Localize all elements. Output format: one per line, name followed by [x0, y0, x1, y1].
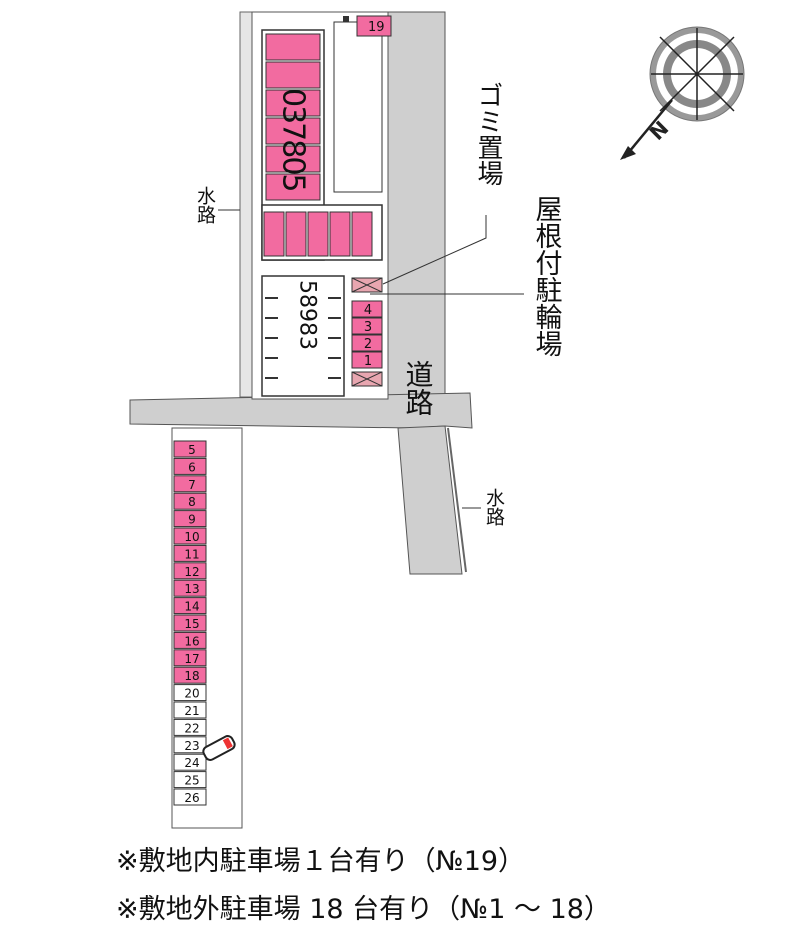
unit-top-base	[351, 211, 373, 257]
unit-top-wing	[265, 145, 321, 173]
parking-space	[173, 753, 207, 771]
parking-space	[173, 544, 207, 562]
parking-space-label: 12	[184, 565, 199, 579]
onsite-parking-19	[356, 15, 392, 37]
unit-top-wing	[265, 117, 321, 145]
parking-space	[173, 631, 207, 649]
waterway-left	[239, 11, 253, 398]
road-vertical-lower	[397, 425, 463, 575]
parking-space	[173, 579, 207, 597]
unit-top-base	[307, 211, 329, 257]
parking-space	[173, 440, 207, 458]
parking-space	[173, 510, 207, 528]
parking-space-label: 20	[184, 687, 199, 701]
parking-lot-top	[333, 21, 383, 193]
parking-space	[173, 666, 207, 684]
building-bottom-numbers: 58983	[295, 280, 320, 350]
parking-space-label: 6	[188, 460, 196, 474]
parking-space-label: 13	[184, 582, 199, 596]
waterway-left-label: 水路	[194, 186, 216, 224]
parking-space	[173, 736, 207, 754]
parking-space-label: 8	[188, 495, 196, 509]
unit-top-wing	[265, 89, 321, 117]
unit-top-base	[263, 211, 285, 257]
parking-space-label: 26	[184, 791, 199, 805]
compass-icon	[620, 26, 745, 160]
garbage-area-cross	[351, 277, 383, 293]
road-label: 道路	[402, 360, 435, 416]
unit-top-base	[285, 211, 307, 257]
parking-space-label: 14	[184, 600, 199, 614]
bike-shelter-cross	[351, 371, 383, 387]
parking-space-label: 18	[184, 669, 199, 683]
bike-space	[351, 334, 383, 352]
bike-space	[351, 300, 383, 318]
parking-space-label: 22	[184, 721, 199, 735]
bike-space-label: 3	[364, 320, 372, 335]
road-vertical-upper	[387, 11, 446, 400]
parking-space	[173, 788, 207, 806]
parking-space	[173, 457, 207, 475]
note-onsite-parking: ※敷地内駐車場１台有り（№19）	[116, 846, 526, 877]
parking-space-label: 23	[184, 739, 199, 753]
parking-space	[173, 718, 207, 736]
parking-space-label: 17	[184, 652, 199, 666]
garbage-leader	[382, 215, 487, 285]
bike-space	[351, 351, 383, 369]
building-bottom-units	[265, 297, 341, 379]
parking-space	[173, 597, 207, 615]
unit-top-wing	[265, 33, 321, 61]
bike-space	[351, 317, 383, 335]
bike-space-label: 4	[364, 303, 372, 318]
onsite-parking-19-post	[343, 16, 349, 22]
parking-space-label: 9	[188, 513, 196, 527]
waterway-right-label: 水路	[483, 488, 505, 526]
bike-space-label: 1	[364, 354, 372, 369]
parking-space	[173, 701, 207, 719]
parking-space	[173, 771, 207, 789]
parking-space	[173, 492, 207, 510]
building-bottom	[261, 275, 345, 397]
parking-space	[173, 614, 207, 632]
parking-space	[173, 684, 207, 702]
car-icon	[202, 735, 236, 761]
north-label: N	[645, 116, 674, 145]
unit-top-base	[329, 211, 351, 257]
parking-space	[173, 649, 207, 667]
parking-space	[173, 562, 207, 580]
parking-space-label: 15	[184, 617, 199, 631]
parking-space-label: 16	[184, 634, 199, 648]
parking-space-label: 11	[184, 547, 199, 561]
parking-space-label: 24	[184, 756, 199, 770]
parking-space-label: 21	[184, 704, 199, 718]
parking-space-label: 5	[188, 443, 196, 457]
parking-space-label: 25	[184, 774, 199, 788]
parking-space-label: 7	[188, 478, 196, 492]
parking-space-label: 10	[184, 530, 199, 544]
parking-space	[173, 475, 207, 493]
bike-space-label: 2	[364, 337, 372, 352]
note-offsite-parking: ※敷地外駐車場 18 台有り（№1 ～ 18）	[116, 894, 611, 925]
building-top-numbers: 037805	[276, 88, 311, 191]
unit-top-wing	[265, 173, 321, 201]
building-top-units	[263, 33, 373, 257]
parking-space	[173, 527, 207, 545]
onsite-parking-19-label: 19	[368, 20, 385, 35]
offsite-parking-spaces: 5 6 7 8 9 10 11 12 13 14 15 16 17 18 20 21 22 23 24 25 26	[173, 440, 207, 806]
notes-block: ※敷地内駐車場１台有り（№19） ※敷地外駐車場 18 台有り（№1 ～ 18）	[116, 838, 611, 934]
waterway-right	[447, 427, 467, 573]
covered-bike-label: 屋根付駐輪場	[531, 195, 563, 357]
bike-parking-spaces: 4 3 2 1	[351, 300, 383, 369]
garbage-label: ゴミ置場	[473, 82, 503, 186]
unit-top-wing	[265, 61, 321, 89]
